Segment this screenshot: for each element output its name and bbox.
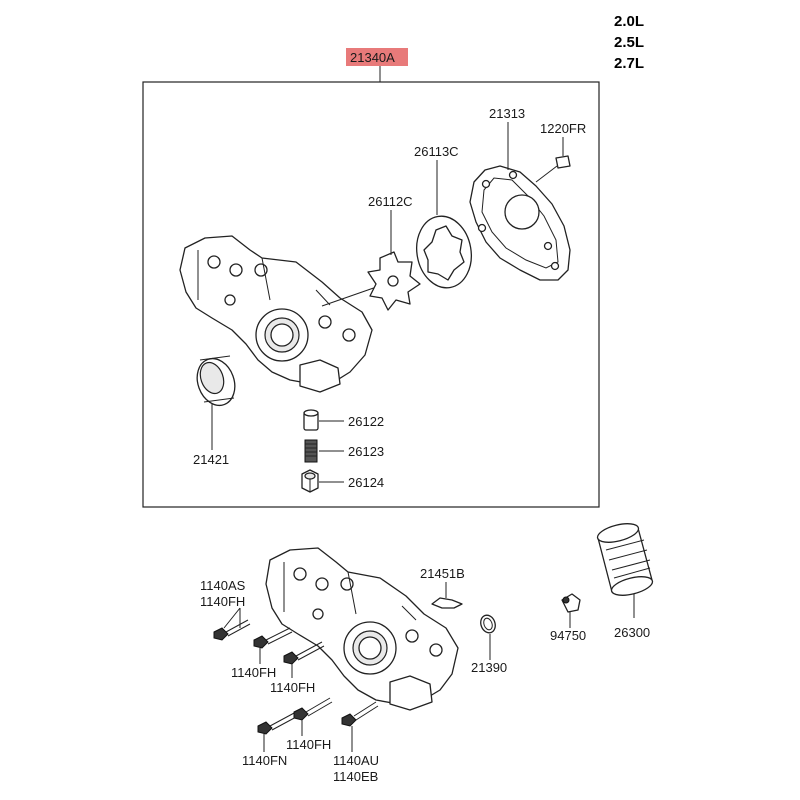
engine-2-0l: 2.0L bbox=[614, 13, 644, 30]
label-1140fh-mid[interactable]: 1140FH bbox=[231, 665, 276, 680]
assembly-label-highlight bbox=[346, 48, 408, 66]
label-1140as[interactable]: 1140AS bbox=[200, 578, 246, 593]
assembly-box bbox=[142, 81, 600, 508]
label-26113c[interactable]: 26113C bbox=[414, 144, 459, 159]
assembly-label-group[interactable]: 21340A bbox=[346, 48, 408, 82]
relief-plunger-26122[interactable] bbox=[303, 409, 319, 431]
label-21451b[interactable]: 21451B bbox=[420, 566, 465, 581]
engine-list: 2.0L 2.5L 2.7L bbox=[614, 13, 644, 72]
bolt-1140fn[interactable] bbox=[257, 711, 299, 735]
label-1140eb[interactable]: 1140EB bbox=[333, 769, 378, 784]
label-1140fh-bottom[interactable]: 1140FH bbox=[286, 737, 331, 752]
label-1140fh-top[interactable]: 1140FH bbox=[200, 594, 245, 609]
bolt-1140fh-a[interactable] bbox=[253, 627, 293, 649]
engine-2-5l: 2.5L bbox=[614, 34, 644, 51]
label-21421[interactable]: 21421 bbox=[193, 452, 229, 467]
bolt-1140as[interactable] bbox=[213, 619, 251, 641]
o-ring-21390[interactable] bbox=[478, 613, 497, 635]
label-26300[interactable]: 26300 bbox=[614, 625, 650, 640]
pump-cover-21313[interactable] bbox=[469, 165, 571, 281]
assembly-label[interactable]: 21340A bbox=[350, 50, 395, 65]
bolt-1140au[interactable] bbox=[341, 701, 379, 727]
oil-filter-26300[interactable] bbox=[596, 520, 655, 599]
plug-nut-26124[interactable] bbox=[301, 469, 319, 493]
oil-pump-body-top[interactable] bbox=[179, 235, 373, 393]
bolt-1140fh-c[interactable] bbox=[293, 697, 333, 721]
oil-pressure-switch-94750[interactable] bbox=[561, 593, 581, 613]
label-94750[interactable]: 94750 bbox=[550, 628, 586, 643]
oil-pump-body-bottom[interactable] bbox=[265, 547, 459, 711]
relief-spring-26123[interactable] bbox=[304, 439, 318, 463]
inner-rotor-26112c[interactable] bbox=[367, 251, 421, 311]
label-26112c[interactable]: 26112C bbox=[368, 194, 413, 209]
label-26123[interactable]: 26123 bbox=[348, 444, 384, 459]
label-21313[interactable]: 21313 bbox=[489, 106, 525, 121]
gasket-21451b[interactable] bbox=[431, 597, 463, 609]
label-1140fn[interactable]: 1140FN bbox=[242, 753, 287, 768]
label-26122[interactable]: 26122 bbox=[348, 414, 384, 429]
oil-seal-21421[interactable] bbox=[191, 353, 241, 410]
label-1220fr[interactable]: 1220FR bbox=[540, 121, 586, 136]
outer-rotor-26113c[interactable] bbox=[411, 212, 477, 292]
screw-1220fr[interactable] bbox=[535, 155, 571, 183]
leader-1140fh-top bbox=[223, 607, 241, 629]
engine-2-7l: 2.7L bbox=[614, 55, 644, 72]
label-1140fh-low[interactable]: 1140FH bbox=[270, 680, 315, 695]
label-26124[interactable]: 26124 bbox=[348, 475, 384, 490]
label-1140au[interactable]: 1140AU bbox=[333, 753, 379, 768]
label-21390[interactable]: 21390 bbox=[471, 660, 507, 675]
bolt-1140fh-b[interactable] bbox=[283, 641, 325, 665]
